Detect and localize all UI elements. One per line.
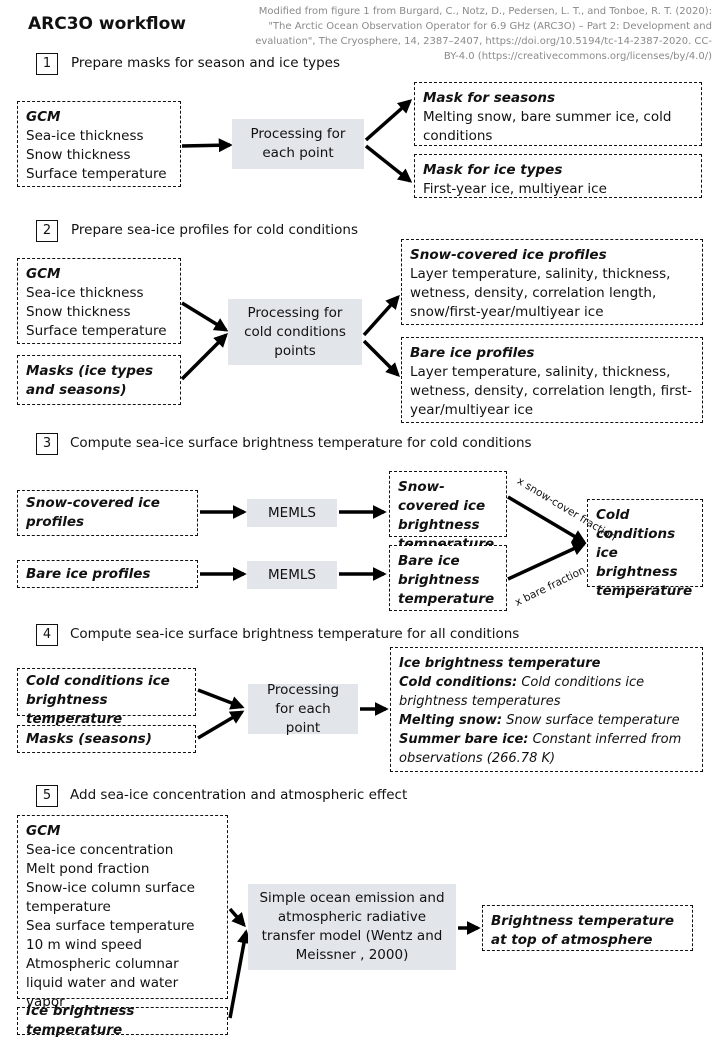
box-body: Layer temperature, salinity, thickness, … <box>410 364 692 418</box>
box-line: Sea surface temperature <box>26 918 195 934</box>
arrow-s4-cold-process <box>197 688 245 710</box>
process-label: Simple ocean emission and atmospheric ra… <box>259 890 445 963</box>
s5-toa-tb-box: Brightness temperature at top of atmosph… <box>482 905 693 951</box>
summer-bare-ice-key: Summer bare ice: <box>399 732 529 747</box>
s3-snow-tb-box: Snow-covered ice brightness temperature <box>389 471 507 552</box>
s3-bare-profiles-box: Bare ice profiles <box>17 560 198 588</box>
s3-snow-profiles-box: Snow-covered ice profiles <box>17 490 198 536</box>
s5-gcm-box: GCM Sea-ice concentration Melt pond frac… <box>17 815 228 1010</box>
arrow-s5-gcm-process <box>228 907 246 928</box>
box-line: Atmospheric columnar liquid water and wa… <box>26 956 179 1010</box>
arrow-s1-process-seasons <box>364 99 413 142</box>
s2-process-box: Processing for cold conditions points <box>228 299 362 365</box>
box-heading: Masks (ice types and seasons) <box>26 363 154 398</box>
credit-note: Modified from figure 1 from Burgard, C.,… <box>255 6 712 62</box>
cold-conditions-key: Cold conditions: <box>399 675 518 690</box>
box-heading: Bare ice profiles <box>410 345 535 361</box>
arrow-s3-baretb-cold <box>507 542 587 581</box>
s1-gcm-box: GCM Sea-ice thickness Snow thickness Sur… <box>17 101 181 187</box>
box-line: Snow thickness <box>26 147 131 163</box>
arrow-s2-masks-process <box>180 333 228 381</box>
s4-masks-box: Masks (seasons) <box>17 725 196 753</box>
box-heading: Ice brightness temperature <box>399 656 601 671</box>
cold-conditions-value: Cold conditions ice brightness temperatu… <box>399 675 645 709</box>
box-heading: Bare ice brightness temperature <box>398 553 495 607</box>
s2-gcm-box: GCM Sea-ice thickness Snow thickness Sur… <box>17 258 181 344</box>
box-line: Sea-ice thickness <box>26 285 144 301</box>
arrow-s1-gcm-process <box>181 138 233 153</box>
box-line: Melt pond fraction <box>26 861 150 877</box>
box-heading: Snow-covered ice profiles <box>410 247 607 263</box>
step-title: Compute sea-ice surface brightness tempe… <box>70 435 532 451</box>
box-line: 10 m wind speed <box>26 937 142 953</box>
arrow-s4-masks-process <box>197 710 245 740</box>
s4-ice-tb-box: Ice brightness temperature Cold conditio… <box>390 647 703 772</box>
box-heading: Mask for seasons <box>423 90 556 106</box>
process-label: Processing for each point <box>266 681 340 736</box>
box-line: Sea-ice thickness <box>26 128 144 144</box>
box-heading: GCM <box>26 823 61 839</box>
box-heading: GCM <box>26 266 61 282</box>
box-heading: Mask for ice types <box>423 162 563 178</box>
arrow-s3-snowtb-cold <box>507 495 587 544</box>
arrow-s2-process-bare <box>362 339 400 377</box>
step-title: Add sea-ice concentration and atmospheri… <box>70 787 408 803</box>
arrow-s2-process-snow <box>362 294 400 337</box>
process-label: Processing for each point <box>250 126 346 161</box>
s3-memls-box: MEMLS <box>247 561 337 589</box>
box-body: Melting snow, bare summer ice, cold cond… <box>423 109 672 144</box>
s2-masks-box: Masks (ice types and seasons) <box>17 355 181 405</box>
step-number: 3 <box>36 433 58 455</box>
box-heading: Bare ice profiles <box>26 565 151 582</box>
melting-snow-key: Melting snow: <box>399 713 503 728</box>
box-heading: Cold conditions ice brightness temperatu… <box>596 507 693 599</box>
box-heading: Snow-covered ice profiles <box>26 495 160 530</box>
summer-bare-ice-value: Constant inferred from observations (266… <box>399 732 682 766</box>
box-heading: Masks (seasons) <box>26 730 152 747</box>
step-number: 5 <box>36 785 58 807</box>
step-number: 4 <box>36 624 58 646</box>
page-title: ARC3O workflow <box>28 14 186 34</box>
box-body: Layer temperature, salinity, thickness, … <box>410 266 671 320</box>
s4-process-box: Processing for each point <box>248 682 358 736</box>
box-heading: GCM <box>26 109 61 125</box>
s2-snow-profiles-box: Snow-covered ice profiles Layer temperat… <box>401 239 703 325</box>
box-line: Snow-ice column surface temperature <box>26 880 195 915</box>
s5-ice-tb-box: Ice brightness temperature <box>17 1003 228 1038</box>
box-line: Surface temperature <box>26 166 167 182</box>
box-line: Surface temperature <box>26 323 167 339</box>
box-body: First-year ice, multiyear ice <box>423 181 607 197</box>
s2-bare-profiles-box: Bare ice profiles Layer temperature, sal… <box>401 337 703 423</box>
arrow-s2-gcm-process <box>181 301 229 332</box>
summer-bare-ice-line: Summer bare ice: Constant inferred from … <box>399 730 694 768</box>
box-heading: Ice brightness temperature <box>26 1003 135 1038</box>
box-heading: Snow-covered ice brightness temperature <box>398 479 495 552</box>
process-label: MEMLS <box>268 566 316 583</box>
box-heading: Brightness temperature at top of atmosph… <box>491 913 674 948</box>
s3-bare-tb-box: Bare ice brightness temperature <box>389 545 507 611</box>
s5-model-box: Simple ocean emission and atmospheric ra… <box>248 884 456 970</box>
s3-cold-tb-box: Cold conditions ice brightness temperatu… <box>587 499 703 599</box>
box-heading: Cold conditions ice brightness temperatu… <box>26 673 170 727</box>
process-label: Processing for cold conditions points <box>244 304 346 359</box>
s4-cold-tb-box: Cold conditions ice brightness temperatu… <box>17 668 196 727</box>
s1-process-box: Processing for each point <box>232 119 364 169</box>
step-title: Prepare sea-ice profiles for cold condit… <box>71 222 358 238</box>
cold-conditions-line: Cold conditions: Cold conditions ice bri… <box>399 673 694 711</box>
box-line: Snow thickness <box>26 304 131 320</box>
s3-memls-box: MEMLS <box>247 499 337 527</box>
step-number: 2 <box>36 220 58 242</box>
s1-mask-icetypes-box: Mask for ice types First-year ice, multi… <box>414 154 702 198</box>
melting-snow-line: Melting snow: Snow surface temperature <box>399 711 694 730</box>
step-title: Prepare masks for season and ice types <box>71 55 341 71</box>
step-number: 1 <box>36 53 58 75</box>
box-line: Sea-ice concentration <box>26 842 174 858</box>
arrow-s1-process-icetypes <box>364 144 413 183</box>
melting-snow-value: Snow surface temperature <box>506 713 680 728</box>
s1-mask-seasons-box: Mask for seasons Melting snow, bare summ… <box>414 82 702 146</box>
process-label: MEMLS <box>268 504 316 521</box>
arrow-s5-icetb-process <box>228 929 251 1019</box>
step-title: Compute sea-ice surface brightness tempe… <box>70 626 520 642</box>
